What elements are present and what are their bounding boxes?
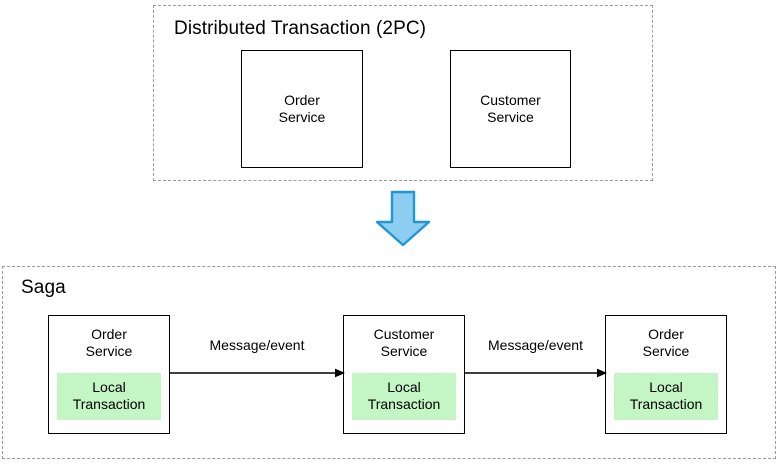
saga-box-order-service-2: Order Service Local Transaction: [605, 315, 727, 434]
service-box-label: Order Service: [278, 92, 326, 125]
local-transaction-badge: Local Transaction: [57, 373, 161, 420]
saga-box-title: Order Service: [85, 326, 133, 359]
down-arrow-icon: [375, 190, 431, 247]
connector-label-message-event-1: Message/event: [209, 337, 305, 353]
arrow-customer-to-order: [464, 368, 607, 378]
saga-box-title: Order Service: [642, 326, 690, 359]
group-saga: Saga: [2, 266, 776, 459]
connector-label-message-event-2: Message/event: [488, 337, 583, 353]
local-transaction-badge: Local Transaction: [614, 373, 718, 420]
service-box-order-service-2pc: Order Service: [241, 50, 363, 168]
service-box-customer-service-2pc: Customer Service: [450, 50, 571, 168]
arrow-order-to-customer: [169, 368, 345, 378]
group-title-distributed-transaction: Distributed Transaction (2PC): [174, 18, 427, 39]
service-box-label: Customer Service: [480, 92, 541, 125]
group-distributed-transaction: Distributed Transaction (2PC): [153, 5, 653, 181]
saga-box-title: Customer Service: [373, 326, 435, 359]
group-title-saga: Saga: [21, 277, 66, 298]
saga-box-customer-service: Customer Service Local Transaction: [343, 315, 465, 434]
saga-box-order-service-1: Order Service Local Transaction: [48, 315, 170, 434]
local-transaction-badge: Local Transaction: [352, 373, 456, 420]
